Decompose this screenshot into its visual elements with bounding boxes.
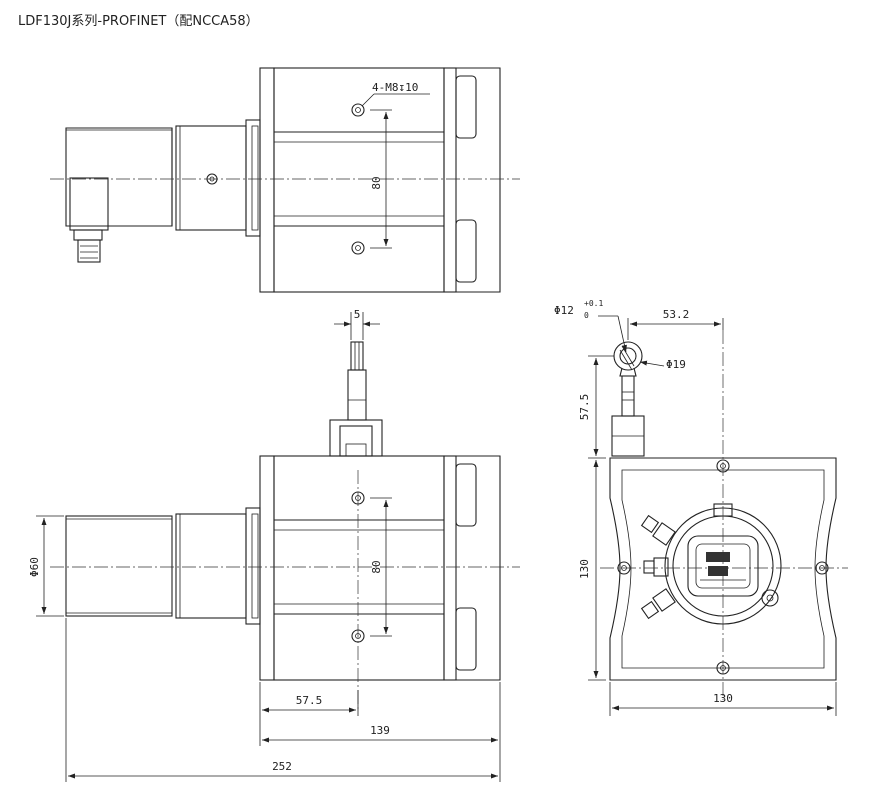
top-hole-icon [351,103,365,117]
top-housing [259,67,275,293]
bore-label: Φ12 [554,304,574,317]
body-length-label: 139 [370,724,390,737]
connector-icon [640,588,676,620]
cable-width-label: 5 [354,308,361,321]
top-motor-body [65,127,173,227]
top-hole-icon [351,241,365,255]
connector-icon [643,557,669,577]
bore-tol-lower: 0 [584,311,589,320]
top-view: 4-M8↧10 80 [50,67,520,293]
connector-icon [761,589,779,607]
front-motor-body [65,515,173,617]
hole-callout-label: 4-M8↧10 [372,81,418,94]
offset-y-label: 57.5 [578,394,591,421]
cable-exit-bracket [329,419,383,457]
top-spacing-label: 80 [370,176,383,189]
front-housing [259,455,275,681]
eye-diameter-label: Φ19 [666,358,686,371]
offset-x-label: 53.2 [663,308,690,321]
diameter-label: Φ60 [28,557,41,577]
bore-tol-upper: +0.1 [584,299,603,308]
top-motor-rear [175,125,247,231]
connector-icon [640,514,676,546]
drawing-title: LDF130J系列-PROFINET（配NCCA58） [18,14,259,29]
cable-wire [350,341,364,371]
height-label: 130 [578,559,591,579]
side-plate [609,457,837,681]
offset-label: 57.5 [296,694,323,707]
side-view: Φ12 +0.1 0 53.2 Φ19 57.5 130 130 [554,299,848,716]
front-spacing-label: 80 [370,560,383,573]
total-length-label: 252 [272,760,292,773]
width-label: 130 [713,692,733,705]
front-view: 5 80 Φ60 [28,308,520,782]
front-motor-rear [175,513,247,619]
top-connector [69,177,109,231]
